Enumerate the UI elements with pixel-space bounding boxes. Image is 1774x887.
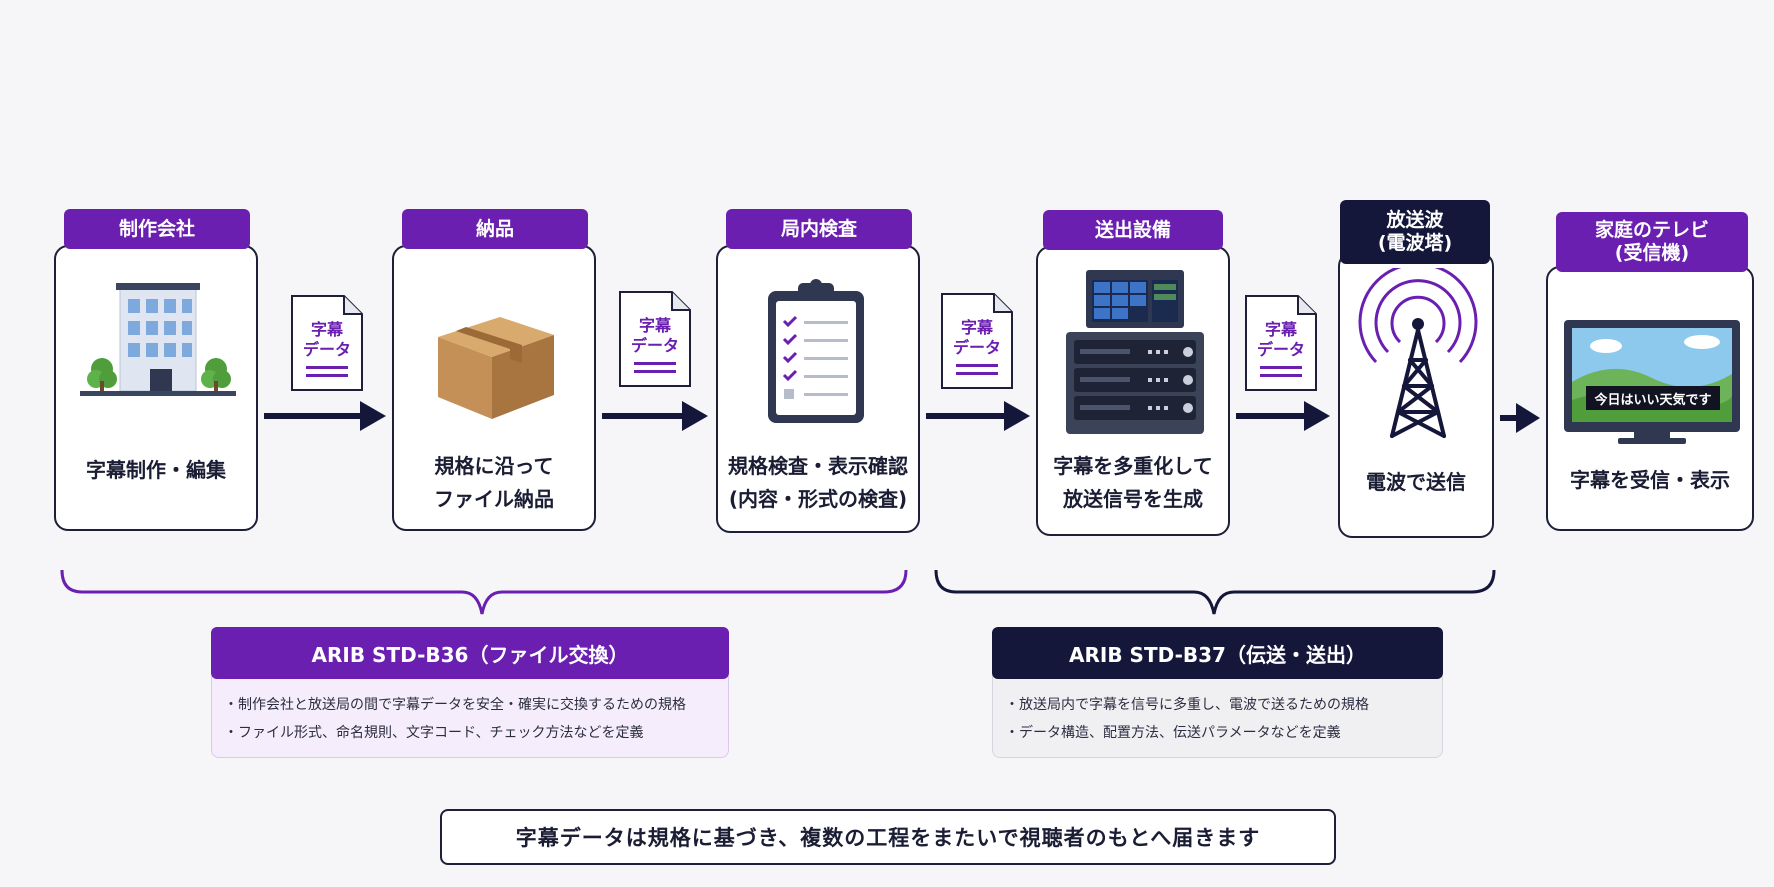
stage-desc-home-tv: 字幕を受信・表示 [1570, 468, 1730, 492]
summary-footer: 字幕データは規格に基づき、複数の工程をまたいで視聴者のもとへ届きます [440, 809, 1336, 865]
tv-subtitle-caption: 今日はいい天気です [1586, 386, 1720, 410]
flow-arrow [1500, 403, 1540, 433]
standard-b37-bullet: ・データ構造、配置方法、伝送パラメータなどを定義 [1005, 725, 1341, 741]
flow-arrow [926, 401, 1030, 431]
brace-b36-range [60, 569, 908, 615]
brace-b37-range [934, 569, 1496, 615]
stage-desc-production-company: 字幕制作・編集 [86, 458, 226, 482]
radio-tower-icon [1358, 268, 1478, 438]
standard-b37-bullet: ・放送局内で字幕を信号に多重し、電波で送るための規格 [1005, 697, 1369, 713]
clipboard-checklist-icon [768, 279, 864, 423]
standard-body-b37: ・放送局内で字幕を信号に多重し、電波で送るための規格 ・データ構造、配置方法、伝… [992, 676, 1443, 758]
standard-b36-bullet: ・制作会社と放送局の間で字幕データを安全・確実に交換するための規格 [224, 697, 686, 713]
stage-card-broadcast-wave: 電波で送信 [1338, 252, 1494, 538]
standard-title-b37: ARIB STD-B37（伝送・送出） [992, 627, 1443, 679]
flow-arrow [1236, 401, 1330, 431]
stage-label-inspection: 局内検査 [726, 209, 912, 249]
stage-desc-inspection: 規格検査・表示確認 (内容・形式の検査) [728, 454, 908, 511]
television-icon [1564, 320, 1740, 444]
standard-title-b36: ARIB STD-B36（ファイル交換） [211, 627, 729, 679]
subtitle-data-document-icon: 字幕データ [290, 294, 364, 392]
stage-card-inspection: 規格検査・表示確認 (内容・形式の検査) [716, 245, 920, 533]
subtitle-data-document-icon: 字幕データ [940, 292, 1014, 390]
stage-label-broadcast-wave: 放送波(電波塔) [1340, 200, 1490, 264]
stage-card-home-tv: 今日はいい天気です 字幕を受信・表示 [1546, 266, 1754, 531]
cardboard-box-icon [438, 317, 554, 419]
stage-desc-broadcast-wave: 電波で送信 [1366, 470, 1466, 494]
stage-label-home-tv: 家庭のテレビ(受信機) [1556, 212, 1748, 272]
subtitle-data-document-icon: 字幕データ [1244, 294, 1318, 392]
standard-b36-bullet: ・ファイル形式、命名規則、文字コード、チェック方法などを定義 [224, 725, 644, 741]
stage-card-delivery: 規格に沿って ファイル納品 [392, 245, 596, 531]
broadcast-server-rack-icon [1066, 270, 1204, 434]
stage-desc-transmission-equipment: 字幕を多重化して 放送信号を生成 [1053, 454, 1213, 511]
flow-arrow [602, 401, 708, 431]
stage-label-transmission-equipment: 送出設備 [1043, 210, 1223, 250]
office-building-icon [80, 283, 236, 396]
subtitle-data-document-icon: 字幕データ [618, 290, 692, 388]
stage-desc-delivery: 規格に沿って ファイル納品 [434, 454, 554, 511]
stage-card-transmission-equipment: 字幕を多重化して 放送信号を生成 [1036, 246, 1230, 536]
standard-body-b36: ・制作会社と放送局の間で字幕データを安全・確実に交換するための規格 ・ファイル形… [211, 676, 729, 758]
flow-arrow [264, 401, 386, 431]
stage-label-production-company: 制作会社 [64, 209, 250, 249]
stage-card-production-company: 字幕制作・編集 [54, 245, 258, 531]
stage-label-delivery: 納品 [402, 209, 588, 249]
